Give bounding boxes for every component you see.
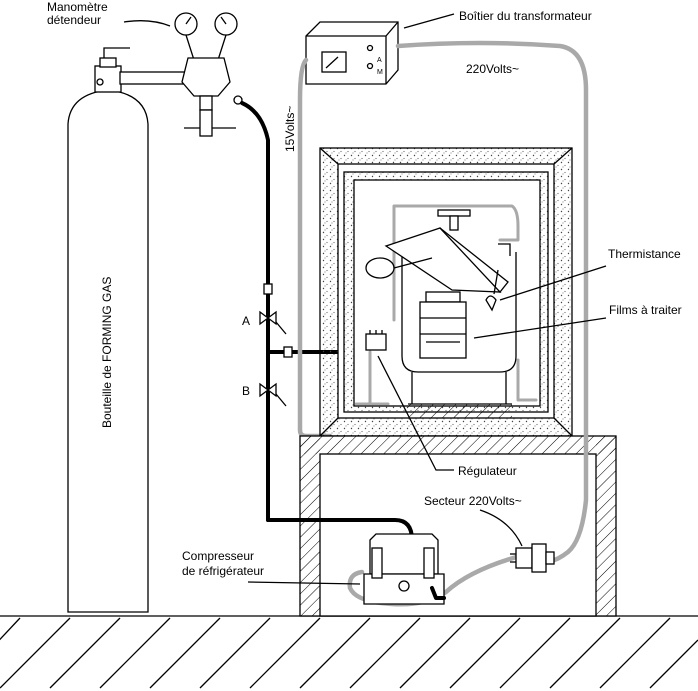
transformer-m-label: M bbox=[377, 69, 383, 76]
compresseur-pointer bbox=[247, 581, 361, 585]
manometre-pointer bbox=[123, 20, 171, 27]
transformer-box bbox=[305, 21, 399, 85]
boitier-pointer bbox=[403, 13, 455, 29]
boitier-label: Boîtier du transformateur bbox=[459, 9, 592, 23]
secteur-pointer bbox=[479, 509, 523, 547]
gas-bottle bbox=[67, 47, 191, 613]
volts-15-label: 15Volts~ bbox=[283, 106, 297, 152]
fan-icon bbox=[365, 257, 395, 279]
valve-a[interactable] bbox=[259, 310, 287, 335]
transformer-switch-icon[interactable] bbox=[366, 62, 374, 70]
thermistor-probe bbox=[485, 295, 497, 312]
volts-220-label: 220Volts~ bbox=[466, 62, 519, 76]
bottle-label: Bouteille de FORMING GAS bbox=[100, 277, 114, 428]
film-canister bbox=[419, 291, 467, 359]
heater-lid bbox=[365, 209, 509, 312]
manometre-label-line2: détendeur bbox=[47, 13, 101, 27]
transformer-knob-icon[interactable] bbox=[366, 44, 374, 52]
secteur-label: Secteur 220Volts~ bbox=[424, 494, 522, 508]
thermistance-label: Thermistance bbox=[608, 247, 681, 261]
compresseur-label-line2: de réfrigérateur bbox=[182, 564, 264, 578]
valve-b-label: B bbox=[242, 384, 250, 398]
compresseur-label-line1: Compresseur bbox=[182, 549, 254, 563]
floor bbox=[0, 615, 698, 689]
films-label: Films à traiter bbox=[609, 303, 682, 317]
regulateur-label: Régulateur bbox=[458, 464, 517, 478]
oven-interior bbox=[354, 204, 538, 418]
regulateur-pointer bbox=[377, 355, 454, 471]
bottle-valve-icon bbox=[96, 78, 104, 86]
regulator-outlet-icon bbox=[233, 95, 243, 105]
transformer-a-label: A bbox=[377, 57, 382, 64]
mains-plug bbox=[510, 543, 555, 573]
thermostat-regulator bbox=[365, 333, 387, 351]
bottle-outlet-pipe bbox=[119, 71, 191, 85]
floor-hatching bbox=[0, 617, 698, 689]
transformer-meter-icon bbox=[321, 51, 347, 73]
thermistance-pointer bbox=[499, 265, 607, 301]
valve-a-label: A bbox=[242, 314, 250, 328]
valve-b[interactable] bbox=[259, 382, 287, 407]
pressure-regulator bbox=[174, 12, 243, 137]
refrigerator-compressor bbox=[363, 533, 446, 605]
films-pointer bbox=[473, 317, 607, 339]
manometre-label-line1: Manomètre bbox=[47, 0, 108, 14]
